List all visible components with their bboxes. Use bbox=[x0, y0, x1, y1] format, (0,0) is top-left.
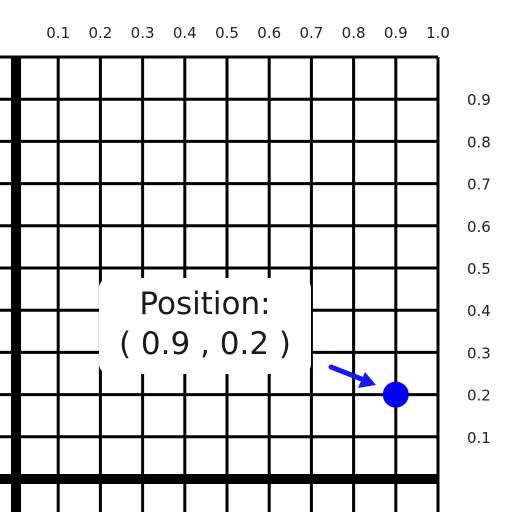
y-tick-label: 0.3 bbox=[467, 344, 491, 362]
y-tick-label: 0.4 bbox=[467, 302, 491, 320]
y-tick-label: 0.5 bbox=[467, 260, 491, 278]
y-tick-label: 0.9 bbox=[467, 91, 491, 109]
y-tick-label: 0.1 bbox=[467, 429, 491, 447]
y-tick-label: 0.8 bbox=[467, 133, 491, 151]
x-tick-label: 0.3 bbox=[131, 24, 155, 42]
y-tick-label: 0.7 bbox=[467, 176, 491, 194]
x-axis-tick-labels: 0.1 0.2 0.3 0.4 0.5 0.6 0.7 0.8 0.9 1.0 bbox=[46, 24, 450, 42]
x-tick-label: 1.0 bbox=[426, 24, 450, 42]
x-tick-label: 0.8 bbox=[342, 24, 366, 42]
position-value: ( 0.9 , 0.2 ) bbox=[118, 326, 292, 362]
x-tick-label: 0.4 bbox=[173, 24, 197, 42]
y-tick-label: 0.2 bbox=[467, 387, 491, 405]
position-label-box: Position: ( 0.9 , 0.2 ) bbox=[99, 278, 311, 374]
pointer-arrow bbox=[328, 364, 376, 388]
x-tick-label: 0.9 bbox=[384, 24, 408, 42]
y-axis-tick-labels: 0.9 0.8 0.7 0.6 0.5 0.4 0.3 0.2 0.1 bbox=[467, 91, 491, 447]
position-marker[interactable] bbox=[382, 381, 409, 408]
x-tick-label: 0.7 bbox=[299, 24, 323, 42]
x-tick-label: 0.5 bbox=[215, 24, 239, 42]
y-tick-label: 0.6 bbox=[467, 218, 491, 236]
x-tick-label: 0.1 bbox=[46, 24, 70, 42]
pointer-arrow-shaft bbox=[328, 364, 367, 383]
pointer-arrow-head bbox=[358, 372, 376, 388]
x-tick-label: 0.6 bbox=[257, 24, 281, 42]
position-title: Position: bbox=[139, 286, 271, 322]
x-tick-label: 0.2 bbox=[88, 24, 112, 42]
